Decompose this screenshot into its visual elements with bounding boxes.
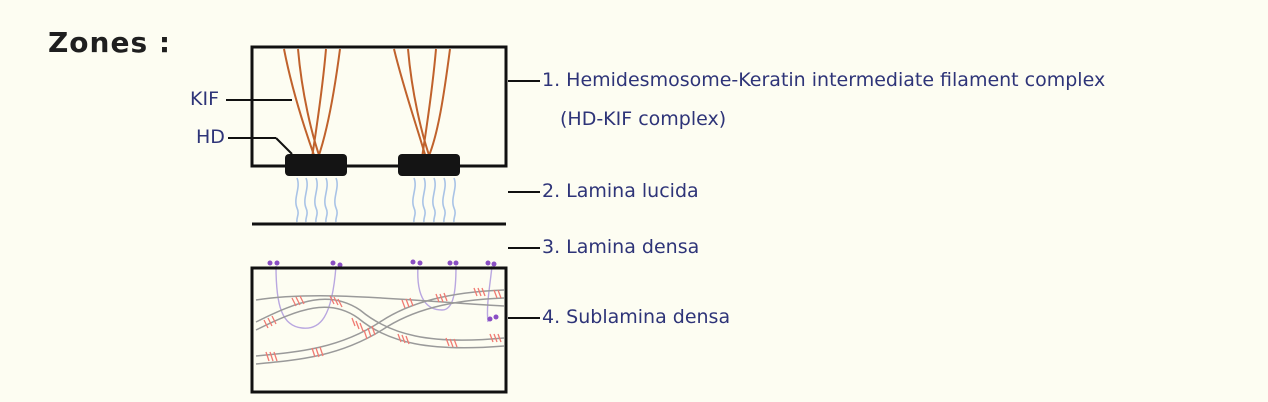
anchoring-filaments-right [412, 177, 456, 223]
zone1-sublabel: (HD-KIF complex) [560, 108, 727, 130]
zone4-label: 4. Sublamina densa [542, 306, 731, 328]
keratin-filaments-left [283, 48, 341, 159]
laminin-dots [267, 259, 499, 322]
zone3-label: 3. Lamina densa [542, 236, 700, 258]
hd-label: HD [196, 126, 225, 148]
hemidesmosome-left [285, 154, 347, 176]
kif-label: KIF [190, 88, 219, 110]
anchoring-filaments-left [295, 177, 338, 223]
diagram-title: Zones : [48, 26, 172, 59]
keratin-filaments-right [393, 48, 451, 159]
zone1-label: 1. Hemidesmosome-Keratin intermediate fi… [542, 69, 1106, 91]
hd-kif-complex-box [250, 45, 508, 168]
sublamina-densa-box [250, 266, 508, 394]
collagen-bands [263, 287, 502, 362]
hd-leader-diagonal [275, 137, 293, 155]
hemidesmosome-right [398, 154, 460, 176]
collagen-fibres [255, 289, 505, 365]
zone2-label: 2. Lamina lucida [542, 180, 699, 202]
